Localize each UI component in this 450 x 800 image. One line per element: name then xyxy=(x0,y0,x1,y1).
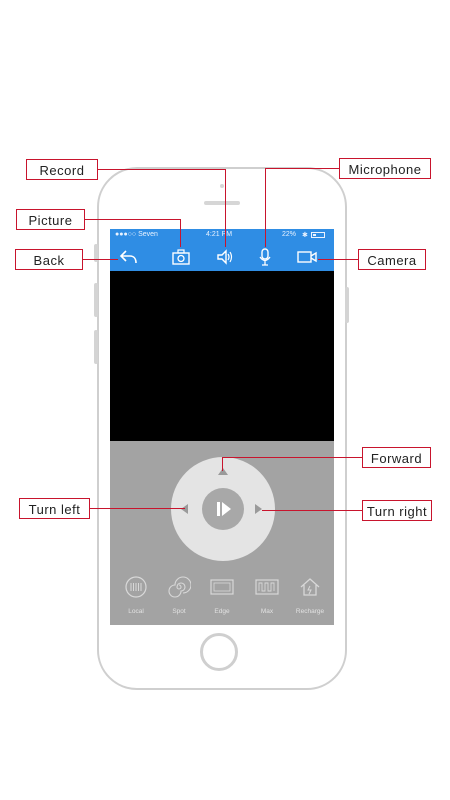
camera-callout: Camera xyxy=(358,249,426,270)
back-arrow-icon[interactable] xyxy=(118,247,140,267)
local-icon xyxy=(125,576,147,598)
status-bar: ●●●○○ Seven 4:21 PM 22% ✱ xyxy=(110,229,334,243)
turn-right-callout: Turn right xyxy=(362,500,432,521)
mode-local[interactable]: Local xyxy=(114,575,158,615)
bluetooth-icon: ✱ xyxy=(302,232,308,239)
battery-icon xyxy=(311,232,325,238)
camera-leader-h xyxy=(318,259,358,260)
mode-recharge[interactable]: Recharge xyxy=(288,575,332,615)
mode-max[interactable]: Max xyxy=(245,575,289,615)
microphone-leader-v xyxy=(265,168,266,247)
app-screen: ●●●○○ Seven 4:21 PM 22% ✱ xyxy=(110,229,334,625)
turn-left-callout: Turn left xyxy=(19,498,90,519)
forward-leader-v xyxy=(222,457,223,471)
microphone-icon[interactable] xyxy=(254,247,276,267)
earpiece-speaker xyxy=(204,201,240,205)
spiral-icon xyxy=(168,576,192,598)
mode-edge[interactable]: Edge xyxy=(200,575,244,615)
speaker-icon[interactable] xyxy=(214,247,236,267)
mode-label: Local xyxy=(128,608,144,615)
video-camera-icon[interactable] xyxy=(296,247,318,267)
home-icon xyxy=(300,578,320,596)
mode-label: Max xyxy=(260,608,274,615)
forward-arrow-icon[interactable] xyxy=(218,468,228,475)
phone-volume-down-button xyxy=(94,330,98,364)
microphone-leader-h xyxy=(265,168,339,169)
record-leader-v xyxy=(225,169,226,247)
back-leader-h xyxy=(83,259,118,260)
toolbar xyxy=(110,243,334,271)
mode-label: Recharge xyxy=(295,608,325,615)
mode-label: Spot xyxy=(172,608,186,615)
picture-leader-v xyxy=(180,219,181,247)
video-feed xyxy=(110,271,334,441)
forward-leader-h xyxy=(222,457,362,458)
front-camera-dot xyxy=(220,184,224,188)
record-leader-h xyxy=(98,169,226,170)
edge-icon xyxy=(210,579,234,595)
zigzag-icon xyxy=(255,579,279,595)
picture-callout: Picture xyxy=(16,209,85,230)
turn-left-leader-h xyxy=(90,508,185,509)
phone-side-button xyxy=(94,244,98,262)
battery-percent: 22% xyxy=(282,231,297,238)
record-callout: Record xyxy=(26,159,98,180)
camera-snapshot-icon[interactable] xyxy=(170,247,192,267)
mode-spot[interactable]: Spot xyxy=(157,575,201,615)
carrier-label: ●●●○○ Seven xyxy=(115,231,158,238)
turn-right-leader-h xyxy=(262,510,362,511)
picture-leader-h xyxy=(85,219,180,220)
forward-callout: Forward xyxy=(362,447,431,468)
play-pause-button[interactable] xyxy=(202,488,244,530)
phone-power-button xyxy=(345,287,349,323)
back-callout: Back xyxy=(15,249,83,270)
turn-right-arrow-icon[interactable] xyxy=(255,504,262,514)
microphone-callout: Microphone xyxy=(339,158,431,179)
home-button[interactable] xyxy=(200,633,238,671)
phone-volume-up-button xyxy=(94,283,98,317)
turn-left-arrow-icon[interactable] xyxy=(181,504,188,514)
cleaning-mode-row: Local Spot Edge Max xyxy=(110,575,334,623)
status-time: 4:21 PM xyxy=(206,231,233,238)
play-pause-icon xyxy=(217,502,231,516)
mode-label: Edge xyxy=(214,608,230,615)
